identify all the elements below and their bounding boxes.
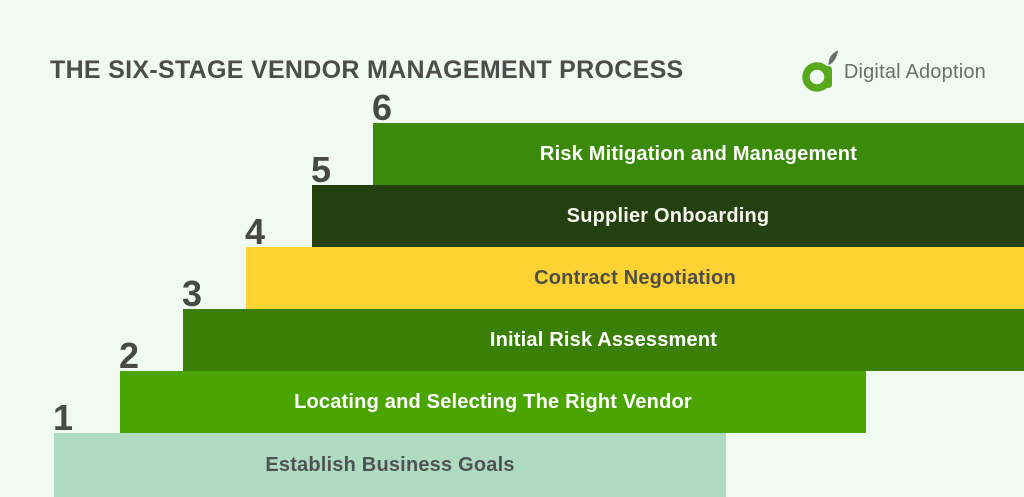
stage-bar-6: Risk Mitigation and Management [373, 123, 1024, 185]
brand-name: Digital Adoption [843, 60, 986, 83]
stage-label-2: Locating and Selecting The Right Vendor [294, 390, 692, 413]
stage-label-3: Initial Risk Assessment [489, 328, 718, 351]
page-title: THE SIX-STAGE VENDOR MANAGEMENT PROCESS [50, 56, 684, 84]
stage-bar-4: Contract Negotiation [246, 247, 1024, 309]
stage-bar-1: Establish Business Goals [54, 433, 726, 497]
stage-bar-3: Initial Risk Assessment [183, 309, 1024, 371]
stage-number-2: 2 [119, 335, 140, 376]
stage-bar-2: Locating and Selecting The Right Vendor [120, 371, 866, 433]
stage-number-4: 4 [245, 211, 266, 252]
stage-label-1: Establish Business Goals [265, 453, 515, 476]
stage-bar-5: Supplier Onboarding [312, 185, 1024, 247]
stage-number-6: 6 [372, 87, 393, 128]
stage-number-1: 1 [53, 397, 74, 438]
stage-label-5: Supplier Onboarding [566, 204, 770, 227]
stage-number-5: 5 [311, 149, 332, 190]
brand-logo: Digital Adoption [802, 50, 986, 94]
stage-label-6: Risk Mitigation and Management [539, 142, 858, 165]
digital-adoption-logo-icon [802, 50, 838, 92]
stage-number-3: 3 [182, 273, 203, 314]
stage-label-4: Contract Negotiation [534, 266, 736, 289]
